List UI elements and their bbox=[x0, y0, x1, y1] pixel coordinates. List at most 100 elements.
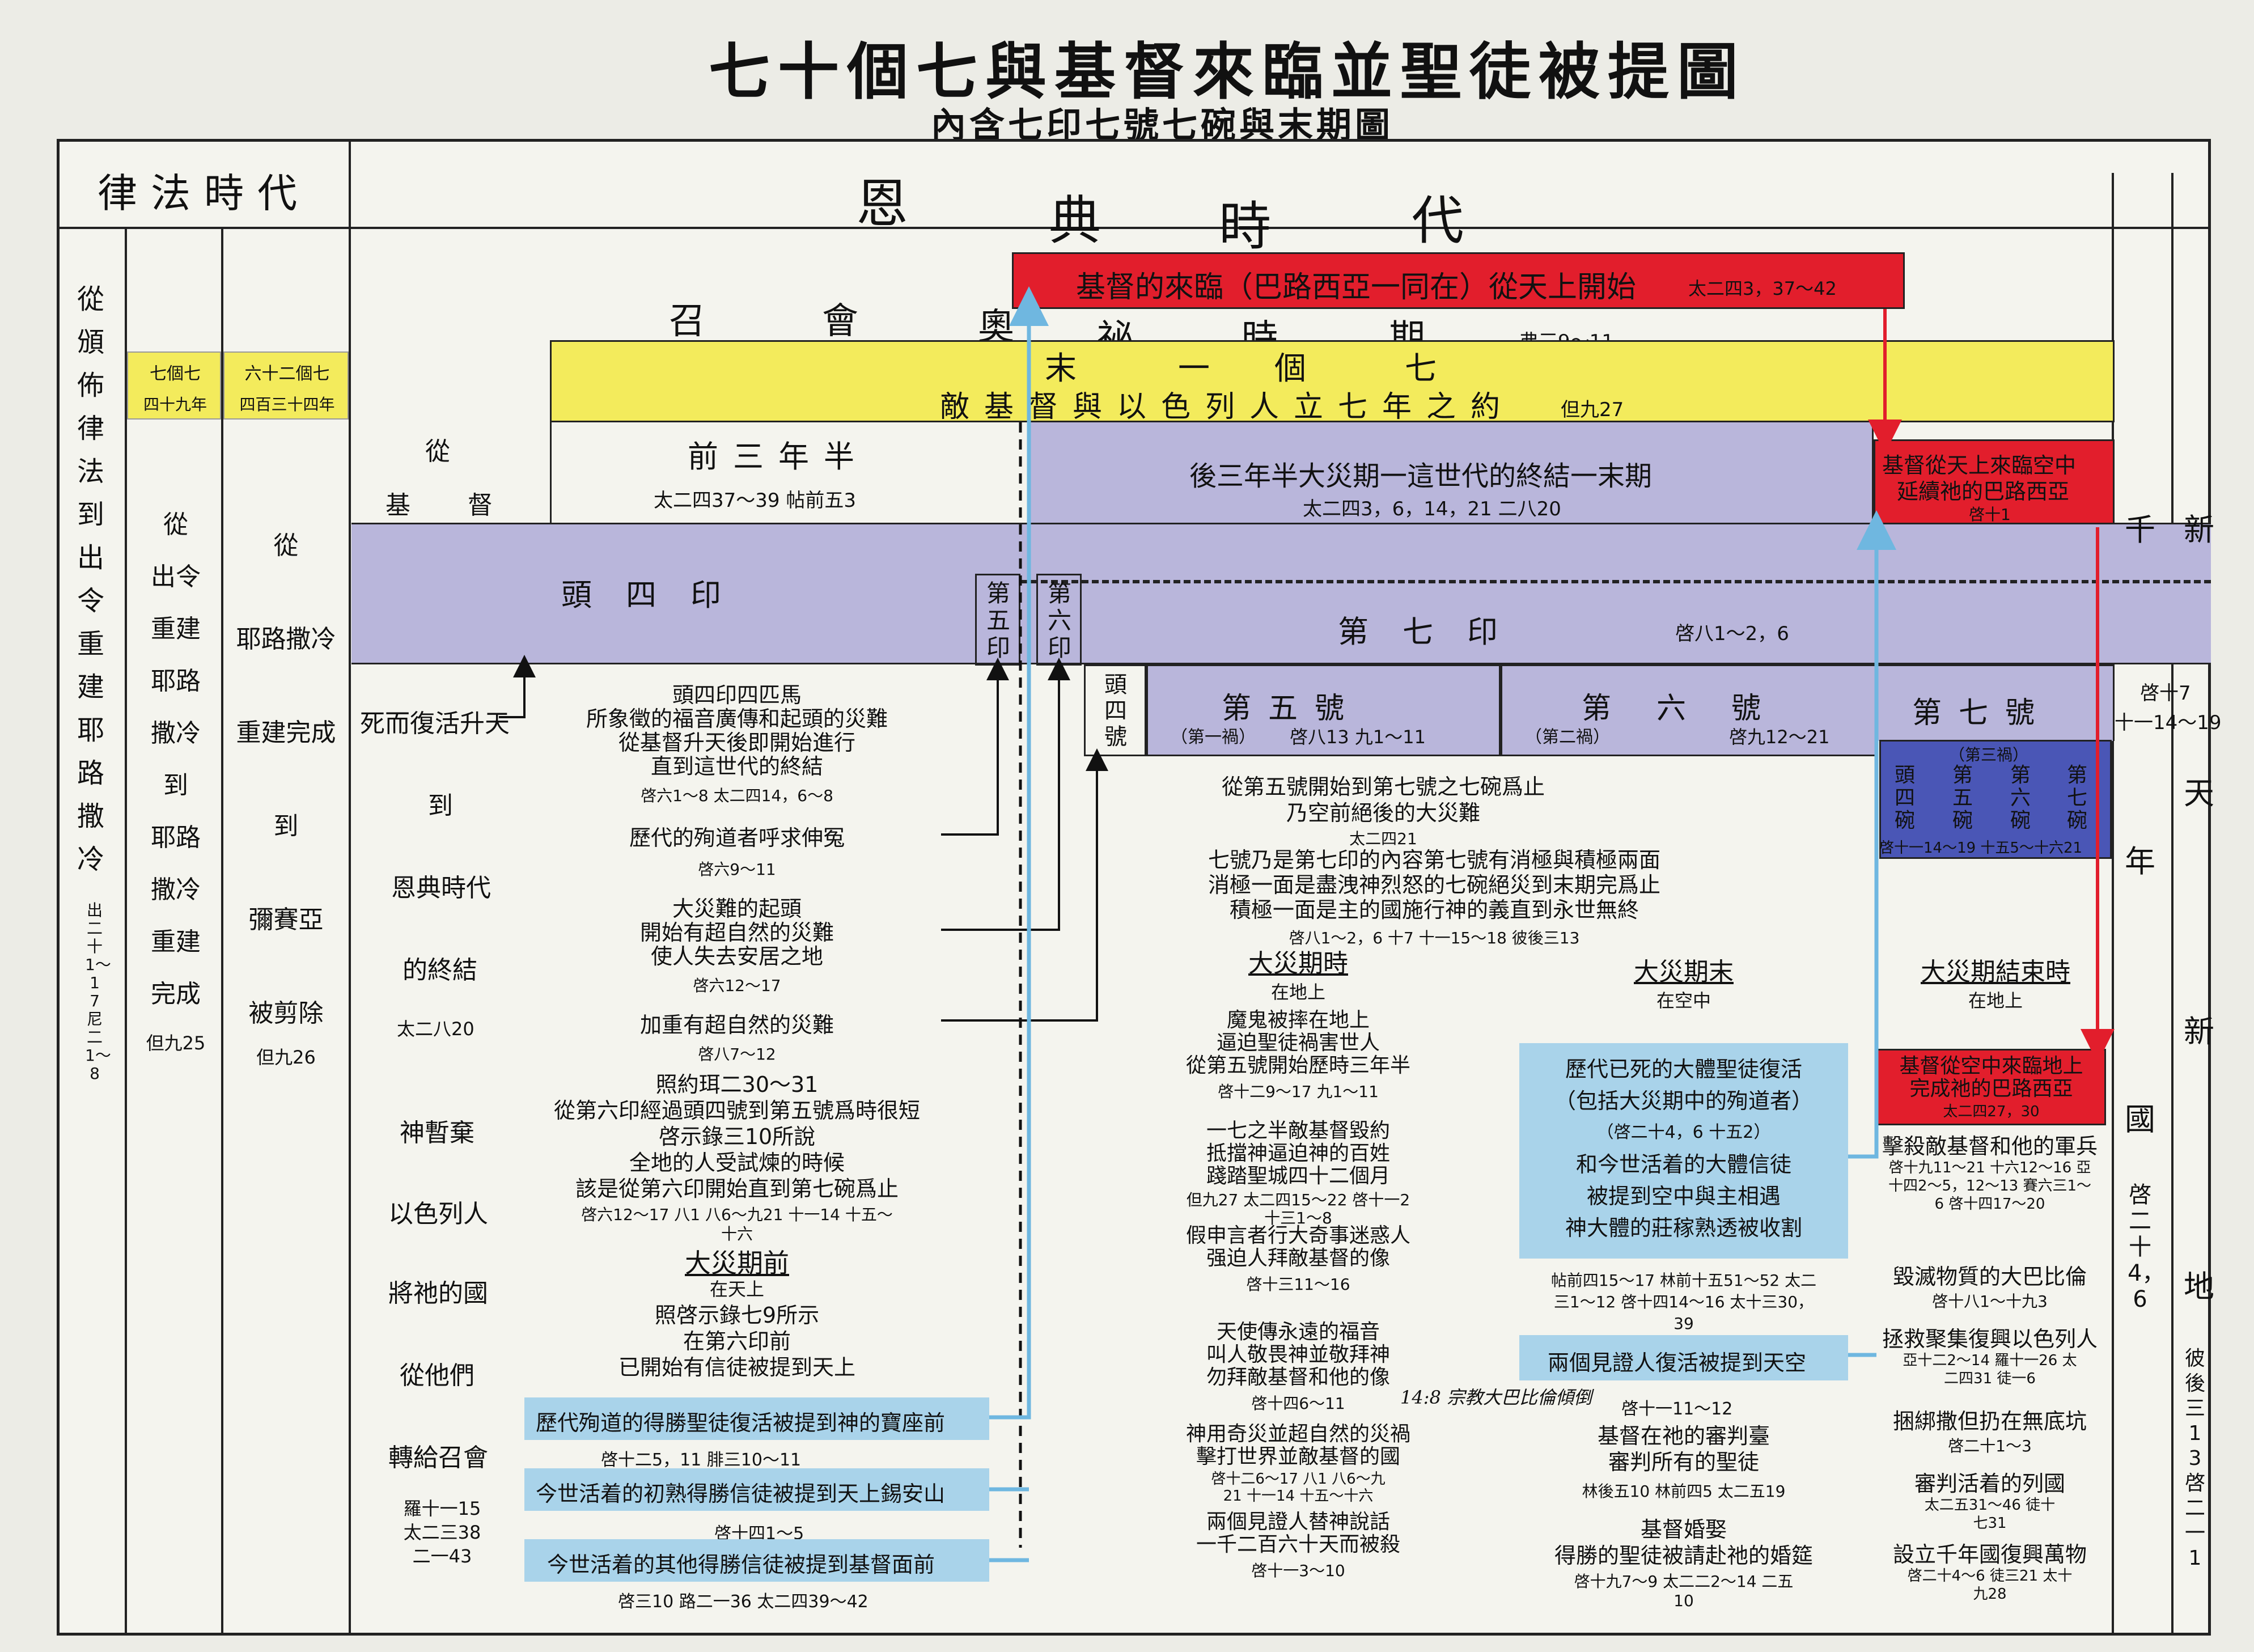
tribulation-start-note: 大災難的起頭 開始有超自然的災難 使人失去安居之地 啓六12〜17 bbox=[639, 896, 834, 995]
page-title: 七十個七與基督來臨並聖徒被提圖 bbox=[709, 36, 1747, 108]
millennium-divider bbox=[2112, 173, 2114, 1636]
first-four-trumpets: 頭四號 bbox=[1084, 664, 1146, 756]
witnesses-rapture-ref: 啓十一11〜12 bbox=[1621, 1399, 1733, 1419]
angel-gospel-note: 天使傳永遠的福音 叫人敬畏神並敬拜神 勿拜敵基督和他的像 啓十四6〜11 bbox=[1206, 1320, 1390, 1413]
newheaven-4: 地 bbox=[2184, 1269, 2214, 1304]
newheaven-1: 新 bbox=[2184, 512, 2214, 548]
left-line-6: 以色列人 bbox=[388, 1200, 488, 1229]
sixth-trumpet: 第六號 （第二禍） 啓九12〜21 bbox=[1501, 664, 1876, 756]
handwritten-note: 14:8 宗教大巴比倫傾倒 bbox=[1400, 1387, 1592, 1408]
parousia-air-box: 基督從天上來臨空中 延續祂的巴路西亞 啓十1 bbox=[1874, 439, 2115, 527]
during-tribulation-heading: 大災期時 在地上 bbox=[1248, 949, 1348, 1003]
seals-dashed-line bbox=[1020, 580, 2211, 583]
page-subtitle: 內含七印七號七碗與末期圖 bbox=[930, 104, 1393, 146]
left-ref-1: 太二八20 bbox=[397, 1018, 474, 1040]
millennium-3: 國 bbox=[2125, 1102, 2155, 1137]
end-tribulation-heading: 大災期末 在空中 bbox=[1634, 958, 1734, 1012]
after-tribulation-heading: 大災期結束時 在地上 bbox=[1921, 958, 2070, 1012]
from-christ-2: 基 bbox=[385, 491, 410, 520]
col3-header: 六十二個七 四百三十四年 bbox=[223, 351, 349, 420]
from-christ-3: 督 bbox=[468, 491, 493, 520]
law-age-label: 律法時代 bbox=[98, 170, 311, 217]
left-line-7: 將祂的國 bbox=[388, 1279, 488, 1308]
left-line-8: 從他們 bbox=[400, 1361, 474, 1390]
header-divider bbox=[57, 227, 2211, 229]
two-witnesses-note: 兩個見證人替神說話 一千二百六十天而被殺 啓十一3〜10 bbox=[1196, 1510, 1400, 1581]
left-line-4: 的終結 bbox=[402, 956, 477, 985]
col2-header: 七個七 四十九年 bbox=[127, 351, 221, 420]
arrow-rapture-blue-right bbox=[1848, 510, 1896, 1159]
first-four-seals: 頭四印 bbox=[561, 577, 755, 613]
seals-note: 頭四印四匹馬 所象徵的福音廣傳和起頭的災難 從基督升天後即開始進行 直到這世代的… bbox=[586, 683, 888, 805]
armageddon-note: 擊殺敵基督和他的軍兵 啓十九11〜21 十六12〜16 亞十四2〜5，12〜13… bbox=[1882, 1134, 2098, 1213]
fifth-trumpet: 第五號 （第一禍） 啓八13 九1〜11 bbox=[1146, 664, 1501, 756]
satan-bound-note: 捆綁撒但扔在無底坑 啓二十1〜3 bbox=[1892, 1409, 2087, 1455]
col1-text: 從頒佈律法到出令重建耶路撒冷 bbox=[77, 283, 104, 875]
rapture-box-3: 今世活着的其他得勝信徒被提到基督面前 bbox=[524, 1539, 989, 1582]
witnesses-rapture-box: 兩個見證人復活被提到天空 bbox=[1519, 1335, 1848, 1380]
left-ref-2: 羅十一15 太二三38 二一43 bbox=[403, 1498, 481, 1567]
martyrs-note: 歷代的殉道者呼求伸冤 啓六9〜11 bbox=[629, 825, 845, 879]
left-line-9: 轉給召會 bbox=[388, 1443, 488, 1472]
last-seven-bar: 末 一 個 七 敵基督與以色列人立七年之約 但九27 bbox=[550, 340, 2115, 424]
babylon-note: 毀滅物質的大巴比倫 啓十八1〜十九3 bbox=[1892, 1264, 2087, 1311]
great-tribulation-note: 從第五號開始到第七號之七碗爲止 乃空前絕後的大災難 太二四21 bbox=[1221, 774, 1545, 848]
rapture-ref-1: 啓十二5，11 腓三10〜11 bbox=[601, 1450, 802, 1470]
seventh-trumpet-note: 七號乃是第七印的內容第七號有消極與積極兩面 消極一面是盡洩神烈怒的七碗絕災到末期… bbox=[1208, 848, 1660, 947]
seventh-trumpet-ref2: 十一14〜19 bbox=[2115, 711, 2222, 734]
col2-divider bbox=[221, 227, 223, 1636]
devil-note: 魔鬼被摔在地上 逼迫聖徒禍害世人 從第五號開始歷時三年半 啓十二9〜17 九1〜… bbox=[1185, 1009, 1410, 1102]
seventh-trumpet-ref1: 啓十7 bbox=[2140, 682, 2191, 705]
col1-divider bbox=[125, 227, 127, 1636]
resurrection-ref: 帖前四15〜17 林前十五51〜52 太二三1〜12 啓十四14〜16 太十三3… bbox=[1550, 1271, 1817, 1333]
arrow-martyrs bbox=[941, 658, 1009, 836]
antichrist-note: 一七之半敵基督毀約 抵擋神逼迫神的百姓 踐踏聖城四十二個月 但九27 太二四15… bbox=[1186, 1119, 1410, 1227]
judgment-seat-note: 基督在祂的審判臺 審判所有的聖徒 林後五10 林前四5 太二五19 bbox=[1582, 1424, 1786, 1501]
newheaven-ref: 彼後三13 啓二一1 bbox=[2184, 1347, 2205, 1570]
seventh-seal-ref: 啓八1〜2，6 bbox=[1675, 622, 1789, 645]
israel-note: 拯救聚集復興以色列人 亞十二2〜14 羅十一26 太二四31 徒一6 bbox=[1882, 1327, 2098, 1387]
seals-bar bbox=[351, 523, 2211, 664]
from-christ-1: 從 bbox=[425, 437, 450, 466]
law-divider bbox=[349, 139, 351, 1636]
millennium-note: 設立千年國復興萬物 啓二十4〜6 徒三21 太十九28 bbox=[1892, 1542, 2087, 1603]
arrow-rapture-blue bbox=[989, 286, 1049, 1420]
false-prophet-note: 假申言者行大奇事迷惑人 强迫人拜敵基督的像 啓十三11〜16 bbox=[1185, 1224, 1410, 1294]
resurrection-box: 歷代已死的大體聖徒復活 （包括大災期中的殉道者） （啓二十4，6 十五2） 和今… bbox=[1519, 1043, 1848, 1259]
newheaven-2: 天 bbox=[2184, 776, 2214, 811]
col2-text: 從 出令 重建 耶路 撒冷 到 耶路 撒冷 重建 完成 bbox=[151, 510, 201, 1009]
wedding-note: 基督婚娶 得勝的聖徒被請赴祂的婚筵 啓十九7〜9 太二二2〜14 二五10 bbox=[1554, 1517, 1813, 1610]
supernatural-note: 加重有超自然的災難 啓八7〜12 bbox=[639, 1013, 834, 1064]
sixth-seal-box: 第六印 bbox=[1036, 574, 1082, 666]
parousia-earth-box: 基督從空中來臨地上 完成祂的巴路西亞 太二四27，30 bbox=[1876, 1049, 2106, 1125]
nations-judged-note: 審判活着的列國 太二五31〜46 徒十七31 bbox=[1914, 1471, 2065, 1532]
left-line-3: 恩典時代 bbox=[391, 874, 491, 903]
left-line-1: 死而復活升天 bbox=[360, 709, 510, 738]
seventh-seal: 第七印 bbox=[1338, 614, 1532, 650]
bowls-ref: 啓十一14〜19 十五5〜十六21 bbox=[1879, 840, 2083, 857]
bowls-box: （第三禍） 頭四碗 第五碗 第六碗 第七碗 bbox=[1879, 740, 2112, 859]
col3-text: 從 耶路撒冷 重建完成 到 彌賽亞 被剪除 bbox=[236, 531, 336, 1028]
col2-ref: 但九25 bbox=[146, 1032, 206, 1054]
arrow-sixth-seal bbox=[941, 658, 1070, 931]
newheaven-3: 新 bbox=[2184, 1014, 2214, 1049]
rapture-box-1: 歷代殉道的得勝聖徒復活被提到神的寶座前 bbox=[524, 1397, 989, 1440]
second-half-bar: 後三年半大災期一這世代的終結一末期 太二四3，6，14，21 二八20 bbox=[1029, 422, 1874, 524]
arrow-resurrection bbox=[499, 655, 536, 718]
newheaven-divider bbox=[2171, 173, 2174, 1636]
parousia-start-bar: 基督的來臨（巴路西亞一同在）從天上開始 太二四3，37〜42 bbox=[1012, 252, 1905, 309]
joel-note: 照約珥二30〜31 從第六印經過頭四號到第五號爲時很短 啓示錄三10所說 全地的… bbox=[553, 1072, 920, 1243]
plagues-note: 神用奇災並超自然的災禍 擊打世界並敵基督的國 啓十二6〜17 八1 八6〜九21… bbox=[1185, 1422, 1410, 1505]
left-line-2: 到 bbox=[428, 791, 453, 820]
millennium-2: 年 bbox=[2125, 844, 2155, 879]
first-half-box: 前三年半 太二四37〜39 帖前五3 bbox=[550, 422, 1029, 524]
pre-tribulation-note: 大災期前 在天上 照啓示錄七9所示 在第六印前 已開始有信徒被提到天上 bbox=[618, 1248, 855, 1380]
col3-ref: 但九26 bbox=[256, 1047, 316, 1068]
seventh-trumpet: 第七號 bbox=[1876, 664, 2115, 741]
left-line-5: 神暫棄 bbox=[400, 1119, 474, 1147]
rapture-box-2: 今世活着的初熟得勝信徒被提到天上錫安山 bbox=[524, 1468, 989, 1511]
millennium-1: 千 bbox=[2125, 512, 2155, 548]
arrow-first-trumpets bbox=[941, 748, 1108, 1022]
rapture-ref-3: 啓三10 路二一36 太二四39〜42 bbox=[618, 1592, 868, 1612]
